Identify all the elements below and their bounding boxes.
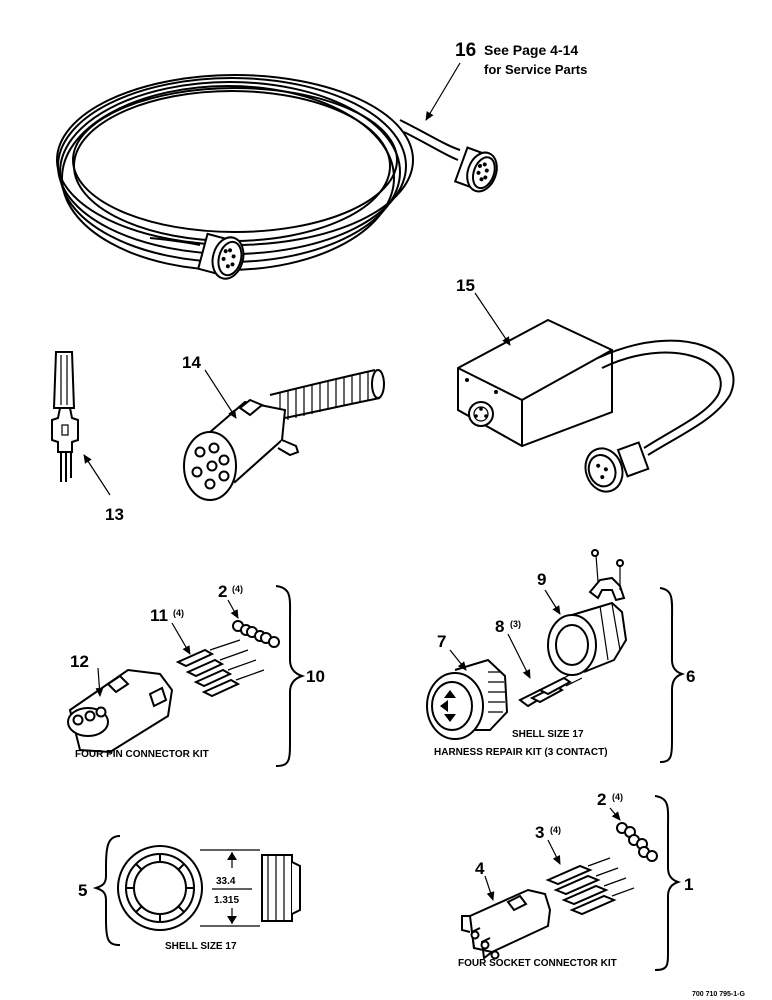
- dimension-mm: 33.4: [216, 876, 236, 887]
- backshell-nut-drawing: [547, 601, 628, 676]
- callout-3: 3: [535, 823, 544, 842]
- leader-15: [474, 292, 511, 346]
- leader-2-upper: [227, 599, 239, 619]
- callout-2-upper: 2: [218, 582, 227, 601]
- control-box-drawing: [457, 318, 735, 493]
- callout-2-lower-qty: (4): [612, 792, 623, 802]
- callout-11-qty: (4): [173, 608, 184, 618]
- callout-8-qty: (3): [510, 619, 521, 629]
- callout-1: 1: [684, 875, 693, 894]
- bracket-6: [659, 587, 686, 763]
- caption-four-socket-kit: FOUR SOCKET CONNECTOR KIT: [458, 958, 617, 969]
- callout-10: 10: [306, 667, 325, 686]
- callout-16: 16: [455, 40, 476, 61]
- four-pin-housing-drawing: [67, 668, 174, 754]
- leader-16: [425, 62, 461, 121]
- leader-14: [204, 369, 237, 419]
- seven-pin-plug-drawing: [183, 369, 385, 501]
- leader-7: [449, 649, 467, 671]
- four-socket-seals-drawing: [616, 822, 658, 862]
- callout-7: 7: [437, 632, 446, 651]
- four-pin-seals-drawing: [232, 620, 280, 648]
- four-socket-housing-drawing: [461, 888, 552, 960]
- callout-8: 8: [495, 617, 504, 636]
- bracket-5: [92, 835, 121, 946]
- callout-2-upper-qty: (4): [232, 584, 243, 594]
- leader-8: [507, 633, 531, 679]
- contact-pins-drawing: [518, 671, 583, 708]
- connector-shell-drawing: [426, 658, 509, 740]
- shell-seal-side-drawing: [261, 854, 301, 922]
- callout-4: 4: [475, 859, 485, 878]
- bracket-1: [654, 795, 682, 971]
- drawing-number: 700 710 795-1-G: [692, 991, 745, 998]
- callout-12: 12: [70, 652, 89, 671]
- callout-2-lower: 2: [597, 790, 606, 809]
- callout-6: 6: [686, 667, 695, 686]
- caption-harness-shell-size: SHELL SIZE 17: [512, 729, 584, 740]
- leader-9: [544, 589, 561, 615]
- callout-14: 14: [182, 353, 201, 372]
- callout-16-note-line1: See Page 4-14: [484, 42, 578, 58]
- four-pin-terminals-drawing: [175, 639, 265, 698]
- four-socket-terminals-drawing: [545, 857, 635, 916]
- caption-harness-repair-kit: HARNESS REPAIR KIT (3 CONTACT): [434, 747, 608, 758]
- pin-tool-drawing: [51, 351, 79, 482]
- leader-11: [171, 622, 191, 655]
- harness-cable-coil-drawing: [56, 74, 498, 280]
- callout-11: 11: [150, 606, 168, 625]
- callout-9: 9: [537, 570, 546, 589]
- bracket-10: [275, 585, 306, 767]
- leader-12: [95, 667, 104, 697]
- leader-3: [547, 839, 561, 865]
- callout-16-note-line2: for Service Parts: [484, 62, 587, 77]
- shell-seal-face-drawing: [117, 845, 203, 931]
- callout-13: 13: [105, 505, 124, 524]
- callout-15: 15: [456, 276, 475, 295]
- cable-clamp-drawing: [588, 549, 626, 602]
- leader-4: [484, 875, 495, 901]
- caption-four-pin-kit: FOUR PIN CONNECTOR KIT: [75, 749, 209, 760]
- leader-13: [83, 454, 111, 496]
- callout-3-qty: (4): [550, 825, 561, 835]
- caption-shell-size: SHELL SIZE 17: [165, 941, 237, 952]
- leader-2-lower: [609, 807, 621, 821]
- dimension-inch: 1.315: [214, 895, 239, 906]
- callout-5: 5: [78, 881, 87, 900]
